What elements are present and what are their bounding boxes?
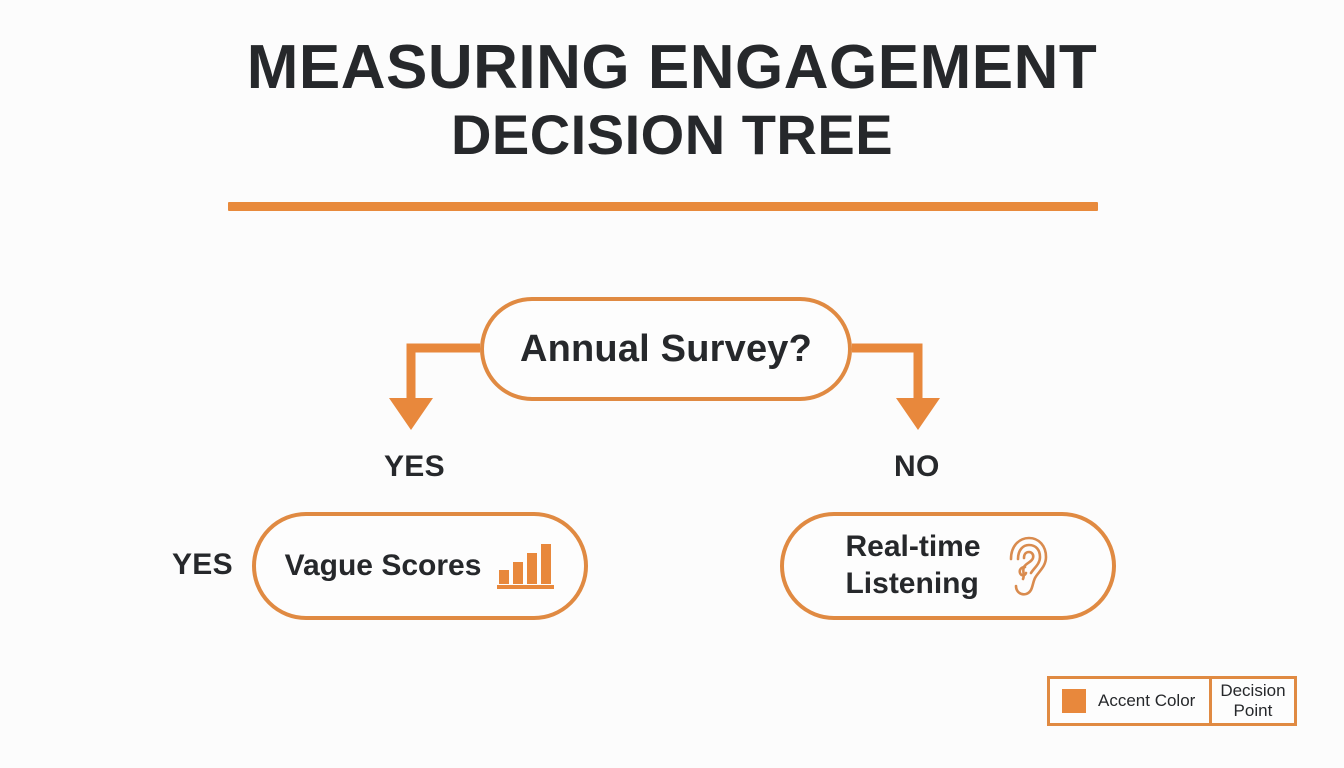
arrowhead-left (389, 398, 433, 430)
branch-label-yes: YES (384, 450, 445, 483)
ear-icon (1009, 536, 1047, 596)
decision-node-annual-survey[interactable]: Annual Survey? (480, 297, 852, 401)
outcome-node-real-time-listening[interactable]: Real-time Listening (780, 512, 1116, 620)
legend-accent-label: Accent Color (1098, 691, 1196, 710)
outcome-label-line-2: Listening (845, 567, 979, 600)
outcome-node-label-vague-scores: Vague Scores (284, 549, 482, 582)
title-line-1: MEASURING ENGAGEMENT (246, 33, 1098, 102)
branch-label-no: NO (894, 450, 940, 483)
legend: Accent Color Decision Point (1047, 676, 1297, 726)
outcome-side-label-yes: YES (172, 548, 233, 581)
title-underline-rule (228, 202, 1098, 211)
legend-decision-text: Decision Point (1220, 681, 1285, 720)
title-line-2: DECISION TREE (450, 103, 894, 167)
bar-chart-icon (497, 544, 555, 589)
decision-node-label: Annual Survey? (519, 327, 813, 370)
outcome-label-line-1: Real-time (845, 530, 981, 564)
legend-item-accent-color: Accent Color (1050, 679, 1209, 723)
legend-item-decision-point: Decision Point (1212, 679, 1293, 723)
legend-decision-line-2: Point (1233, 701, 1273, 720)
connector-left-path (406, 343, 480, 400)
arrowhead-right (896, 398, 940, 430)
legend-divider (1209, 679, 1213, 723)
outcome-node-label-real-time-listening: Real-time Listening (845, 529, 980, 602)
outcome-node-vague-scores[interactable]: Vague Scores (252, 512, 588, 620)
connector-right-path (852, 343, 923, 400)
legend-decision-line-1: Decision (1220, 681, 1286, 701)
page-title: MEASURING ENGAGEMENT DECISION TREE (0, 36, 1344, 166)
accent-color-swatch (1062, 689, 1086, 713)
